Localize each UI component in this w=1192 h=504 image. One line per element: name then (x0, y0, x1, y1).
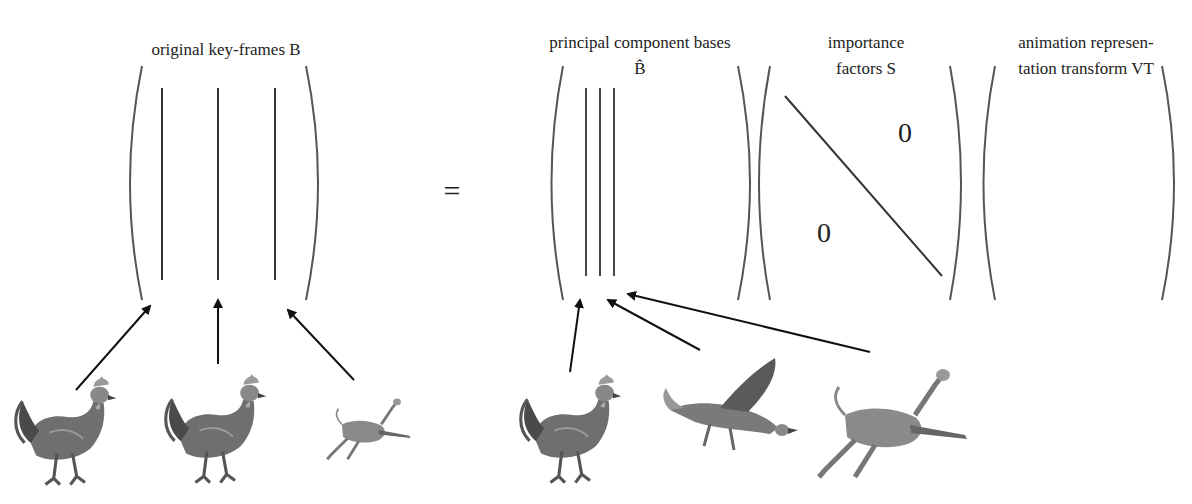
equals-sign: = (432, 168, 472, 213)
matrix-caption: importance factors S (811, 30, 921, 82)
zero-entry: 0 (885, 112, 925, 154)
matrix-caption: principal component bases B̂ (545, 30, 735, 82)
matrix-caption: animation represen- tation transform VT (1001, 30, 1171, 82)
matrix-caption: original key-frames B (96, 37, 356, 63)
zero-entry: 0 (804, 212, 844, 254)
